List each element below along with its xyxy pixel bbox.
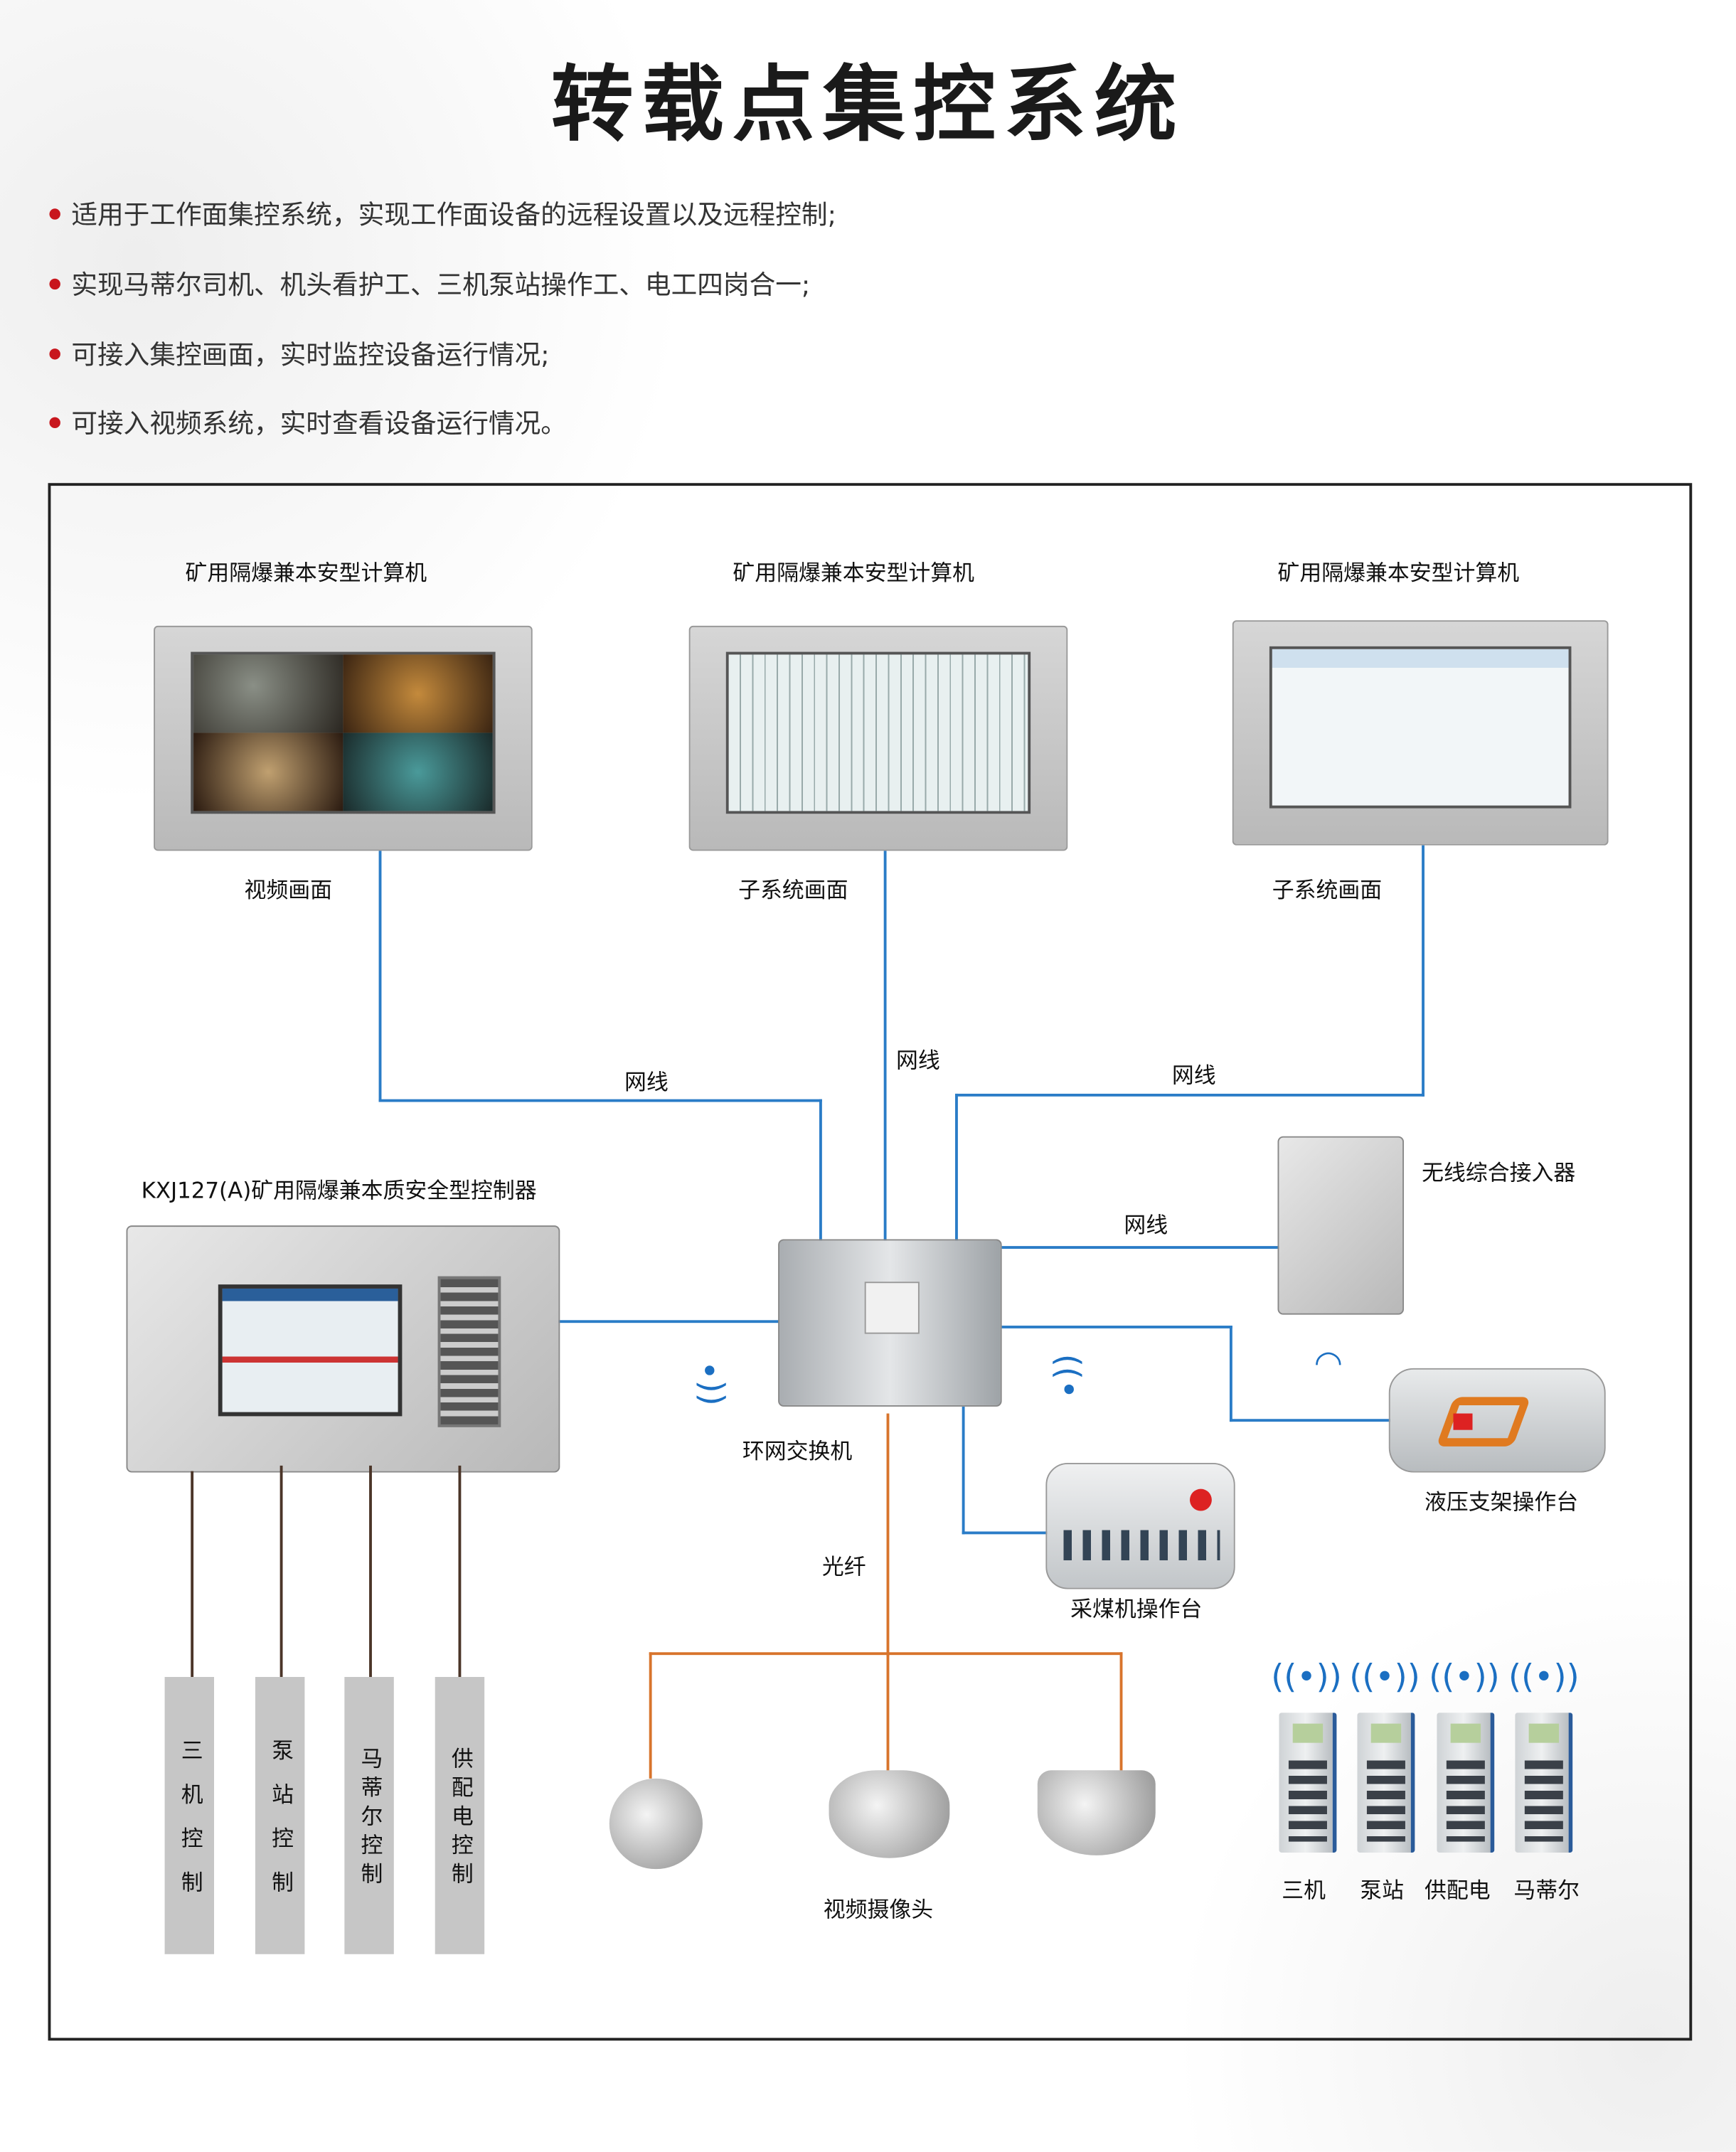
- controller-device: [126, 1225, 560, 1473]
- bullet-item: 适用于工作面集控系统，实现工作面设备的远程设置以及远程控制;: [49, 195, 836, 232]
- control-bar: 泵站控制: [255, 1677, 305, 1954]
- pendant-label: 马蒂尔: [1513, 1877, 1580, 1904]
- fiber-cable: [886, 1652, 890, 1774]
- shearer-console: [1045, 1462, 1235, 1589]
- pendant-label: 三机: [1282, 1877, 1326, 1904]
- control-wire: [458, 1465, 462, 1678]
- video-feed: [191, 651, 496, 814]
- cable-label: 网线: [1124, 1211, 1168, 1238]
- network-cable: [1001, 1326, 1232, 1328]
- network-cable: [819, 1099, 822, 1242]
- camera-device: [829, 1770, 950, 1858]
- computer-caption: 子系统画面: [738, 877, 848, 903]
- subsystem-monitor: [1232, 620, 1609, 846]
- control-bar-label: 供配电控制: [447, 1747, 474, 1892]
- controller-screen: [218, 1284, 403, 1417]
- cable-label: 网线: [624, 1069, 669, 1095]
- cable-label: 网线: [896, 1047, 940, 1073]
- network-cable: [962, 1531, 1048, 1535]
- camera-device: [1037, 1770, 1156, 1855]
- subsystem-monitor: [688, 625, 1068, 851]
- wifi-icon: ((•)): [1271, 1658, 1342, 1697]
- bullet-text: 适用于工作面集控系统，实现工作面设备的远程设置以及远程控制;: [71, 200, 836, 231]
- network-cable: [955, 1093, 1425, 1097]
- control-bar: 马蒂尔控制: [344, 1677, 394, 1954]
- camera-label: 视频摄像头: [823, 1896, 934, 1923]
- network-cable: [1001, 1246, 1279, 1249]
- network-cable: [1229, 1419, 1392, 1422]
- wireless-pendant: [1437, 1712, 1495, 1853]
- cable-label: 网线: [1171, 1062, 1216, 1089]
- control-wire: [369, 1465, 372, 1678]
- bullet-dot-icon: [49, 348, 60, 359]
- bullet-dot-icon: [49, 208, 60, 219]
- camera-device: [609, 1778, 703, 1870]
- bullet-item: 可接入集控画面，实时监控设备运行情况;: [49, 335, 550, 372]
- computer-title: 矿用隔爆兼本安型计算机: [733, 560, 975, 586]
- fiber-cable: [649, 1652, 652, 1779]
- control-bar-label: 马蒂尔控制: [356, 1747, 383, 1892]
- network-cable: [1422, 845, 1425, 1097]
- bullet-item: 可接入视频系统，实时查看设备运行情况。: [49, 403, 567, 440]
- wifi-icon: ((•)): [1508, 1658, 1580, 1697]
- pendant-label: 泵站: [1360, 1877, 1405, 1904]
- bullet-dot-icon: [49, 416, 60, 428]
- network-cable: [378, 1099, 822, 1102]
- computer-title: 矿用隔爆兼本安型计算机: [1277, 560, 1520, 586]
- wireless-access-label: 无线综合接入器: [1422, 1159, 1576, 1186]
- controller-keypad: [437, 1276, 501, 1427]
- network-cable: [1229, 1326, 1232, 1422]
- network-cable: [962, 1406, 965, 1535]
- subsystem-screen: [725, 651, 1031, 814]
- wifi-icon: ((•: [1048, 1353, 1087, 1400]
- bullet-text: 可接入视频系统，实时查看设备运行情况。: [71, 409, 567, 440]
- controller-label: KXJ127(A)矿用隔爆兼本质安全型控制器: [141, 1177, 537, 1204]
- diagram-frame: [48, 483, 1693, 2041]
- ring-switch: [778, 1239, 1002, 1407]
- wifi-icon: ((•: [691, 1360, 730, 1406]
- bullet-text: 实现马蒂尔司机、机头看护工、三机泵站操作工、电工四岗合一;: [71, 270, 811, 301]
- bullet-dot-icon: [49, 277, 60, 289]
- computer-caption: 子系统画面: [1272, 877, 1383, 903]
- network-cable: [955, 1093, 958, 1242]
- computer-caption: 视频画面: [244, 877, 332, 903]
- wifi-icon: ((•)): [1429, 1658, 1500, 1697]
- wireless-access-device: [1277, 1136, 1405, 1315]
- control-bar: 供配电控制: [435, 1677, 485, 1954]
- wireless-pendant: [1357, 1712, 1415, 1853]
- control-wire: [279, 1465, 283, 1678]
- wifi-icon: ((•)): [1349, 1658, 1420, 1697]
- subsystem-screen: [1269, 646, 1572, 809]
- bullet-text: 可接入集控画面，实时监控设备运行情况;: [71, 340, 550, 371]
- hydraulic-console: [1388, 1368, 1606, 1473]
- fiber-cable: [886, 1413, 890, 1657]
- wireless-pendant: [1515, 1712, 1573, 1853]
- hydraulic-console-label: 液压支架操作台: [1424, 1488, 1579, 1516]
- switch-nameplate: [864, 1282, 920, 1334]
- video-monitor: [154, 625, 533, 851]
- network-cable: [548, 1320, 780, 1323]
- control-wire: [191, 1471, 194, 1678]
- fiber-cable: [1119, 1652, 1123, 1774]
- fiber-cable: [649, 1652, 1123, 1656]
- switch-label: 环网交换机: [742, 1438, 853, 1464]
- bullet-item: 实现马蒂尔司机、机头看护工、三机泵站操作工、电工四岗合一;: [49, 265, 810, 302]
- pendant-label: 供配电: [1424, 1877, 1491, 1904]
- network-cable: [883, 851, 887, 1242]
- fiber-label: 光纤: [821, 1553, 866, 1580]
- control-bar-label: 三机控制: [176, 1738, 203, 1914]
- shearer-console-label: 采煤机操作台: [1070, 1596, 1203, 1622]
- control-bar: 三机控制: [164, 1677, 215, 1954]
- wireless-pendant: [1279, 1712, 1337, 1853]
- network-cable: [378, 851, 382, 1102]
- control-bar-label: 泵站控制: [267, 1738, 294, 1914]
- wifi-icon: ◠: [1314, 1343, 1343, 1383]
- page-title: 转载点集控系统: [550, 58, 1186, 154]
- computer-title: 矿用隔爆兼本安型计算机: [185, 560, 427, 586]
